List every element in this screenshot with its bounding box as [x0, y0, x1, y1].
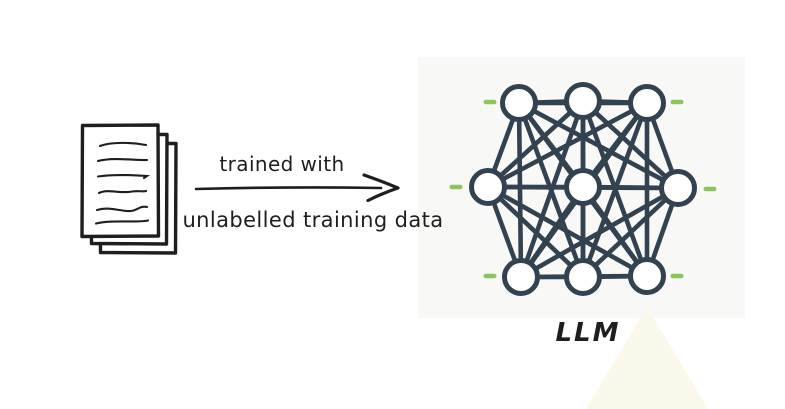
documents-icon	[80, 123, 178, 255]
network-io-dash	[483, 273, 497, 279]
network-caption: LLM	[555, 318, 620, 348]
arrow-head	[362, 173, 400, 203]
network-node-bottom-right	[628, 257, 666, 295]
network-node-mid-center	[564, 168, 602, 206]
network-node-mid-left	[469, 168, 507, 206]
network-edge	[486, 184, 649, 279]
training-arrow-icon	[194, 173, 400, 203]
network-io-dash	[670, 99, 684, 105]
network-io-dashes	[449, 99, 717, 279]
network-edge	[516, 102, 524, 278]
network-nodes	[469, 82, 697, 296]
network-node-top-left	[500, 84, 538, 122]
network-edge	[486, 185, 585, 279]
network-io-dash	[703, 186, 717, 192]
network-node-mid-right	[659, 169, 697, 207]
network-node-top-right	[628, 84, 666, 122]
network-node-bottom-center	[564, 258, 602, 296]
document-text-lines	[94, 141, 151, 225]
network-node-bottom-left	[502, 258, 540, 296]
network-edge	[486, 99, 585, 189]
network-edge	[486, 100, 649, 190]
network-io-dash	[670, 273, 684, 279]
arrow-shaft	[194, 186, 383, 191]
network-io-dash	[483, 99, 497, 105]
network-node-top-center	[564, 82, 602, 120]
network-io-dash	[449, 184, 463, 190]
network-edge	[581, 186, 680, 279]
neural-network-icon	[449, 82, 717, 296]
network-edge	[519, 185, 680, 280]
arrow-label-bottom: unlabelled training data	[182, 208, 443, 232]
arrow-label-top: trained with	[219, 152, 344, 176]
watermark-triangle-icon	[586, 307, 708, 409]
